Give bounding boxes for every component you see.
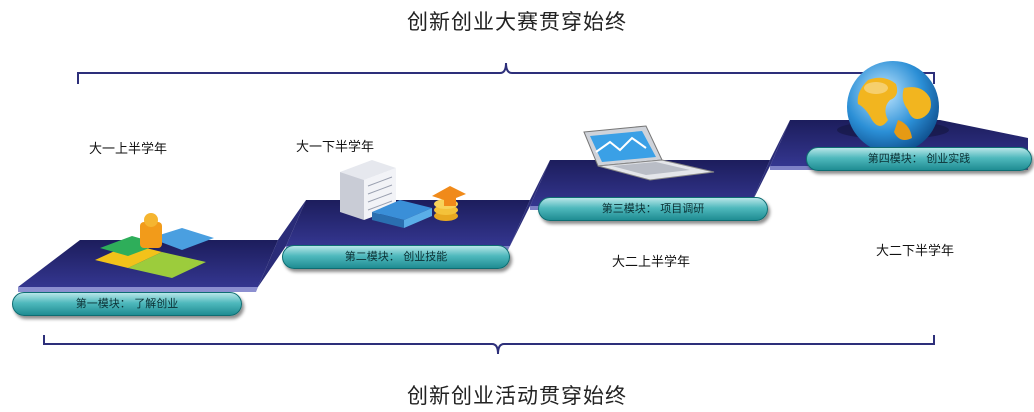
bottom-bracket — [43, 335, 935, 355]
step-1-front — [18, 287, 258, 292]
semester-label-4: 大二下半学年 — [876, 244, 955, 259]
module-4-pill: 第四模块： 创业实践 — [806, 147, 1032, 171]
semester-label-1: 大一上半学年 — [89, 142, 168, 157]
semester-label-3: 大二上半学年 — [612, 255, 691, 270]
riser-2 — [510, 160, 550, 246]
bottom-title: 创新创业活动贯穿始终 — [407, 384, 627, 408]
laptop-icon — [583, 125, 715, 181]
building-coins-icon — [340, 160, 466, 228]
module-2-pill: 第二模块： 创业技能 — [282, 245, 510, 269]
top-title: 创新创业大赛贯穿始终 — [407, 10, 627, 34]
puzzle-icon — [95, 213, 214, 278]
globe-icon — [837, 61, 949, 153]
riser-1 — [258, 200, 306, 287]
module-1-pill: 第一模块： 了解创业 — [12, 292, 242, 316]
module-3-pill: 第三模块： 项目调研 — [538, 197, 768, 221]
semester-label-2: 大一下半学年 — [296, 140, 375, 155]
riser-3 — [750, 120, 790, 206]
top-bracket — [77, 62, 935, 84]
